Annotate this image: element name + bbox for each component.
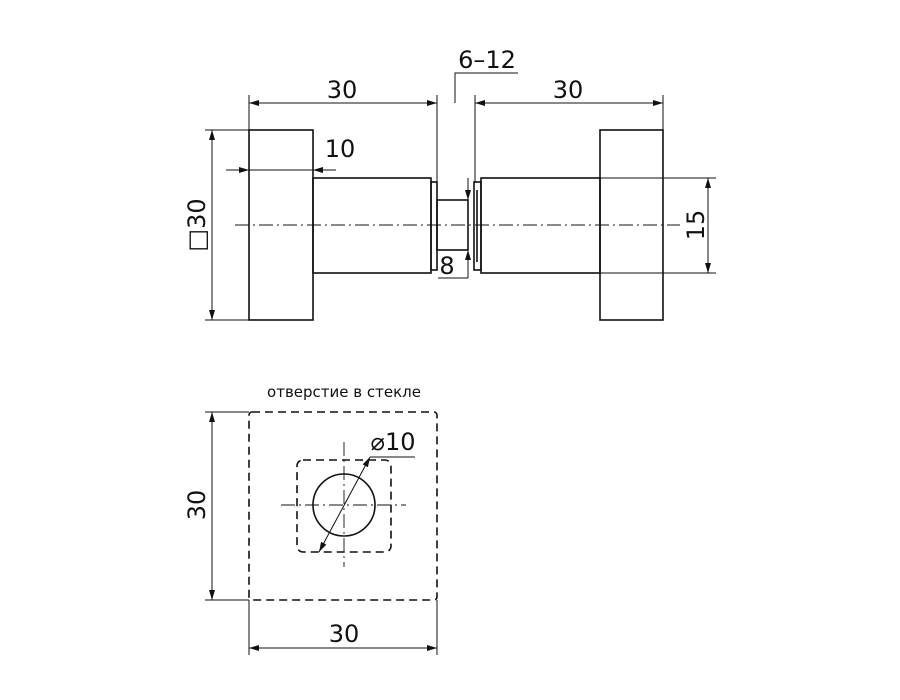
dim-cylinder-diameter: 15 bbox=[682, 210, 710, 241]
dim-square-size: □30 bbox=[183, 198, 211, 251]
dim-right-length: 30 bbox=[553, 76, 584, 104]
hole-view: отверстие в стекле ⌀10 30 30 bbox=[183, 383, 438, 655]
left-washer bbox=[430, 181, 438, 271]
dim-left-length: 30 bbox=[327, 76, 358, 104]
dim-hole-diameter: ⌀10 bbox=[371, 428, 416, 456]
dim-width: 30 bbox=[329, 620, 360, 648]
right-base-plate bbox=[599, 129, 664, 321]
dim-height: 30 bbox=[183, 490, 211, 521]
right-cylinder bbox=[480, 177, 601, 274]
dim-glass-thickness: 6–12 bbox=[458, 46, 516, 74]
plate-outline bbox=[248, 411, 438, 601]
shaft bbox=[436, 199, 469, 251]
dim-base-depth: 10 bbox=[325, 135, 356, 163]
left-cylinder bbox=[312, 177, 432, 274]
hole-view-label: отверстие в стекле bbox=[267, 383, 421, 401]
left-base-plate bbox=[248, 129, 314, 321]
dim-shaft-diameter: 8 bbox=[439, 252, 454, 280]
side-view: 30 30 6–12 10 □30 15 8 bbox=[183, 46, 716, 321]
